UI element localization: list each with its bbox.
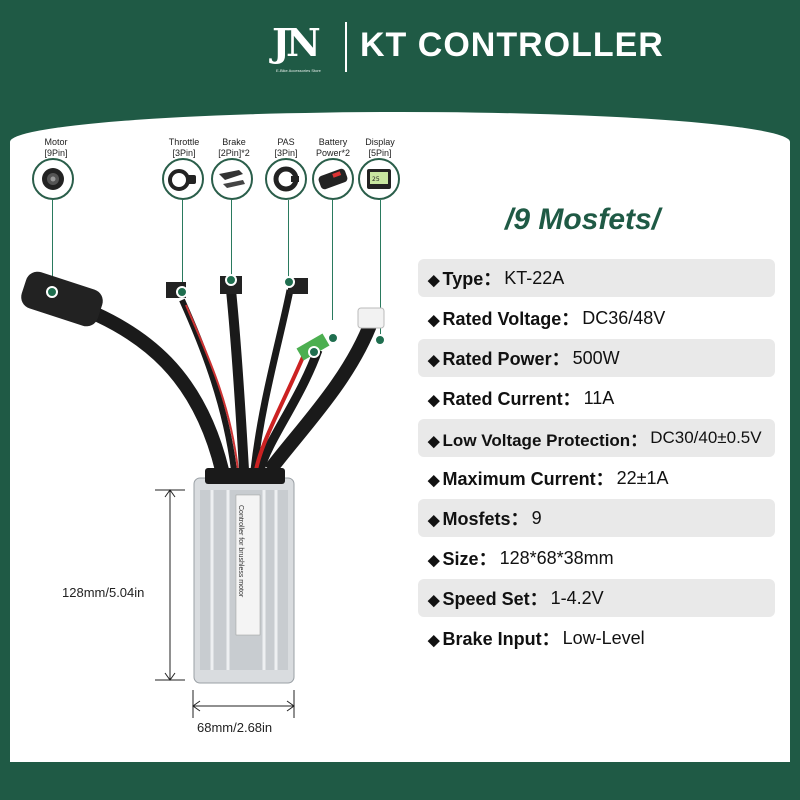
display-thumbnail: 25 xyxy=(358,158,400,200)
product-label: Controller for brushless motor xyxy=(237,505,244,598)
brand-logo: JN E-Bike Accessories Store xyxy=(272,24,332,76)
spec-row-rated-voltage: Rated Voltage：DC36/48V xyxy=(418,299,775,337)
spec-row-mosfets: Mosfets：9 xyxy=(418,499,775,537)
page-title: KT CONTROLLER xyxy=(360,26,664,64)
svg-text:25: 25 xyxy=(372,176,380,183)
spec-row-type: Type：KT-22A xyxy=(418,259,775,297)
spec-row-brake-input: Brake Input：Low-Level xyxy=(418,619,775,657)
mosfets-headline: /9 Mosfets/ xyxy=(505,203,661,236)
display-leader-line xyxy=(380,200,381,340)
logo-tagline: E-Bike Accessories Store xyxy=(276,68,321,73)
battery-marker-dot-1 xyxy=(308,346,320,358)
spec-row-size: Size：128*68*38mm xyxy=(418,539,775,577)
battery-connector-thumbnail xyxy=(312,158,354,200)
pas-marker-dot xyxy=(283,276,295,288)
spec-row-speed-set: Speed Set：1-4.2V xyxy=(418,579,775,617)
logo-mark: JN xyxy=(272,20,321,65)
header-divider xyxy=(345,22,347,72)
motor-marker-dot xyxy=(46,286,58,298)
pas-connector-thumbnail xyxy=(265,158,307,200)
brake-marker-dot xyxy=(225,274,237,286)
spec-row-rated-current: Rated Current：11A xyxy=(418,379,775,417)
connector-label-pas: PAS[3Pin] xyxy=(274,137,298,158)
brake-leader-line xyxy=(231,200,232,278)
throttle-marker-dot xyxy=(176,286,188,298)
width-dimension: 68mm/2.68in xyxy=(197,720,273,735)
spec-row-rated-power: Rated Power：500W xyxy=(418,339,775,377)
throttle-leader-line xyxy=(182,200,183,288)
motor-connector-thumbnail xyxy=(32,158,74,200)
spec-row-maximum-current: Maximum Current：22±1A xyxy=(418,459,775,497)
battery-leader-line xyxy=(332,200,333,320)
display-marker-dot xyxy=(374,334,386,346)
connector-label-brake: Brake[2Pin]*2 xyxy=(218,137,250,158)
throttle-connector-thumbnail xyxy=(162,158,204,200)
motor-leader-line xyxy=(52,200,53,290)
brake-connector-thumbnail xyxy=(211,158,253,200)
connector-label-motor: Motor[9Pin] xyxy=(44,137,68,158)
connector-label-display: Display[5Pin] xyxy=(365,137,395,158)
pas-leader-line xyxy=(288,200,289,280)
height-dimension: 128mm/5.04in xyxy=(62,585,145,600)
header-banner: JN E-Bike Accessories Store KT CONTROLLE… xyxy=(0,0,800,120)
spec-row-low-voltage-protection: Low Voltage Protection：DC30/40±0.5V xyxy=(418,419,775,457)
connector-label-throttle: Throttle[3Pin] xyxy=(168,137,200,158)
battery-marker-dot-2 xyxy=(327,332,339,344)
